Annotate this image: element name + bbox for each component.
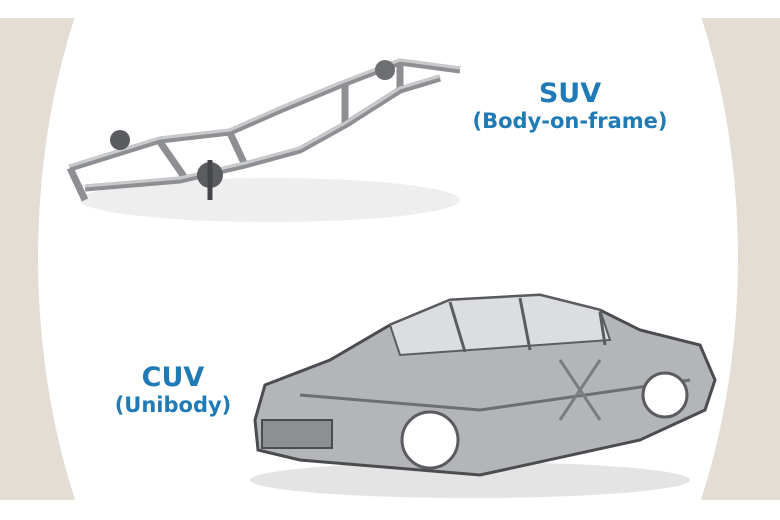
suv-title: SUV	[538, 78, 602, 109]
ladder-frame-chassis-image	[66, 58, 461, 222]
suv-subtitle: (Body-on-frame)	[472, 109, 668, 134]
cuv-label: CUV (Unibody)	[88, 362, 258, 417]
unibody-car-shell-image	[250, 293, 717, 498]
suv-label: SUV (Body-on-frame)	[455, 78, 685, 133]
cuv-subtitle: (Unibody)	[114, 393, 232, 418]
cuv-title: CUV	[141, 362, 205, 393]
